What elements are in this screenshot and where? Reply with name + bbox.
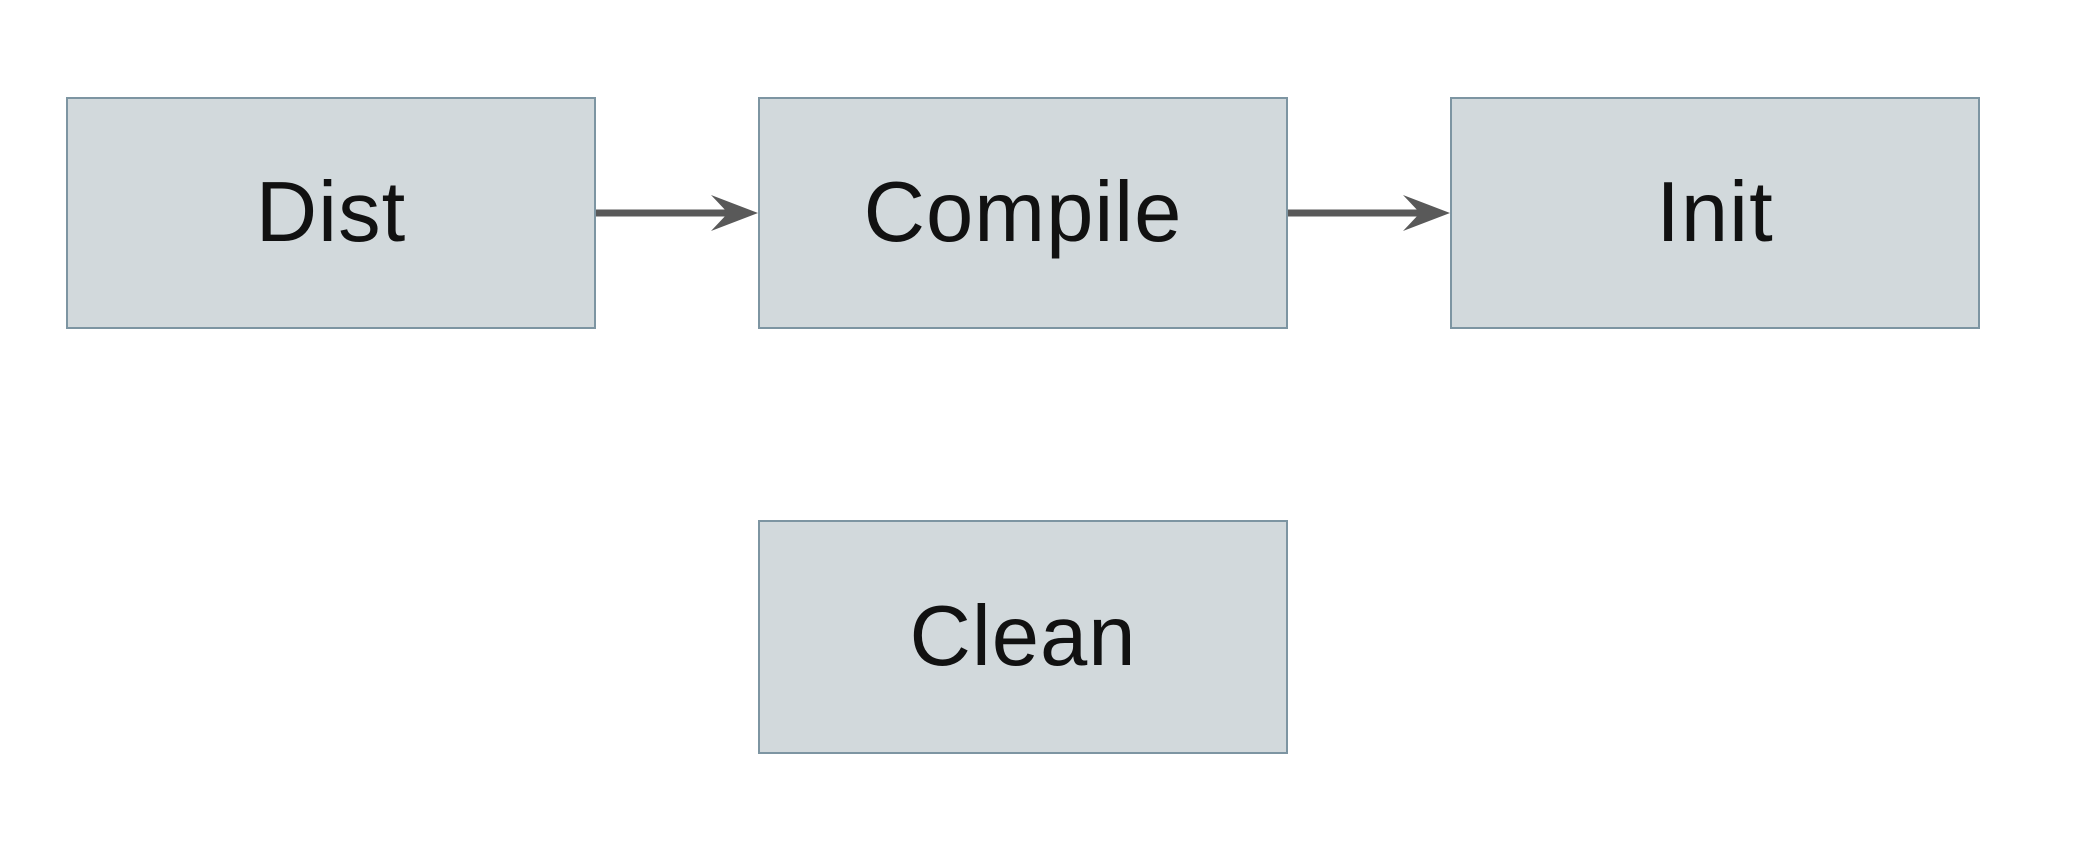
node-dist-label: Dist — [255, 165, 407, 260]
node-init: Init — [1450, 97, 1980, 329]
arrow-compile-to-init-icon — [1288, 195, 1450, 231]
node-compile-label: Compile — [863, 165, 1183, 260]
arrow-dist-to-compile-icon — [596, 195, 758, 231]
node-init-label: Init — [1656, 165, 1774, 260]
node-clean-label: Clean — [909, 589, 1137, 684]
node-compile: Compile — [758, 97, 1288, 329]
node-dist: Dist — [66, 97, 596, 329]
node-clean: Clean — [758, 520, 1288, 754]
